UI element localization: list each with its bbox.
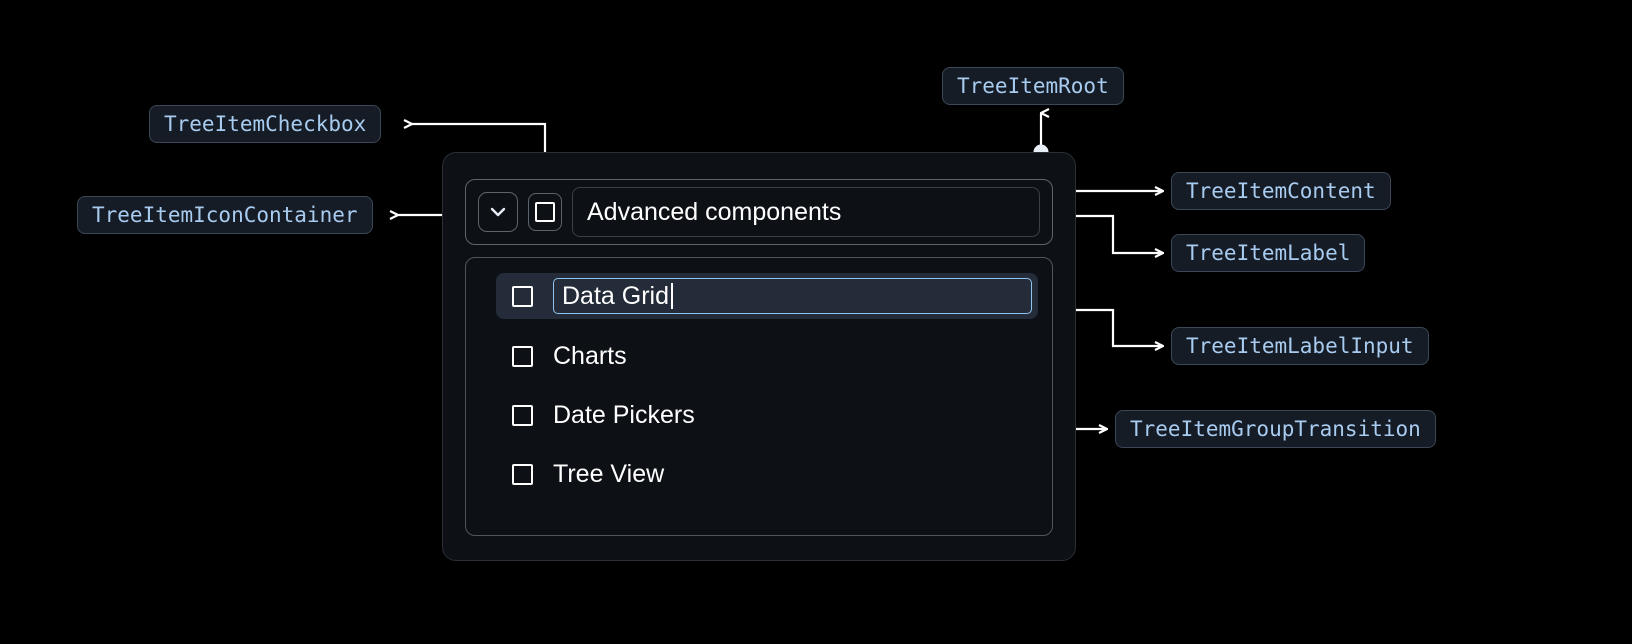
tree-item-label: Date Pickers xyxy=(553,400,695,429)
checkbox-unchecked-icon[interactable] xyxy=(512,404,533,426)
tree-item-label: Advanced components xyxy=(587,197,842,226)
tree-item-row-tree-view[interactable]: Tree View xyxy=(496,451,1038,497)
annotation-tree-item-label-input: TreeItemLabelInput xyxy=(1171,327,1429,365)
tree-item-icon-container[interactable] xyxy=(478,192,518,232)
tree-item-content[interactable]: Advanced components xyxy=(572,187,1040,237)
checkbox-unchecked-icon[interactable] xyxy=(512,463,533,485)
annotation-tree-item-content: TreeItemContent xyxy=(1171,172,1391,210)
annotation-tree-item-root: TreeItemRoot xyxy=(942,67,1124,105)
tree-item-group-transition: Data Grid Charts Date Pickers Tree View xyxy=(465,257,1053,536)
tree-item-label-input[interactable]: Data Grid xyxy=(553,278,1032,314)
tree-item-row-data-grid[interactable]: Data Grid xyxy=(496,273,1038,319)
tree-item-label: Tree View xyxy=(553,459,665,488)
annotation-tree-item-checkbox: TreeItemCheckbox xyxy=(149,105,382,143)
checkbox-unchecked-icon xyxy=(535,202,555,222)
tree-item-checkbox[interactable] xyxy=(528,193,562,231)
annotation-tree-item-group-transition: TreeItemGroupTransition xyxy=(1115,410,1436,448)
text-caret xyxy=(670,283,673,309)
label-input-value: Data Grid xyxy=(562,281,669,310)
annotation-tree-item-label: TreeItemLabel xyxy=(1171,234,1366,272)
tree-view-card: Advanced components Data Grid Charts Dat… xyxy=(442,152,1076,561)
chevron-down-icon xyxy=(490,207,506,217)
checkbox-unchecked-icon[interactable] xyxy=(512,345,533,367)
annotation-tree-item-icon-container: TreeItemIconContainer xyxy=(77,196,373,234)
tree-item-label: Charts xyxy=(553,341,627,370)
checkbox-unchecked-icon[interactable] xyxy=(512,285,533,307)
tree-item-row-charts[interactable]: Charts xyxy=(496,333,1038,379)
tree-item-root[interactable]: Advanced components xyxy=(465,179,1053,245)
tree-item-row-date-pickers[interactable]: Date Pickers xyxy=(496,392,1038,438)
